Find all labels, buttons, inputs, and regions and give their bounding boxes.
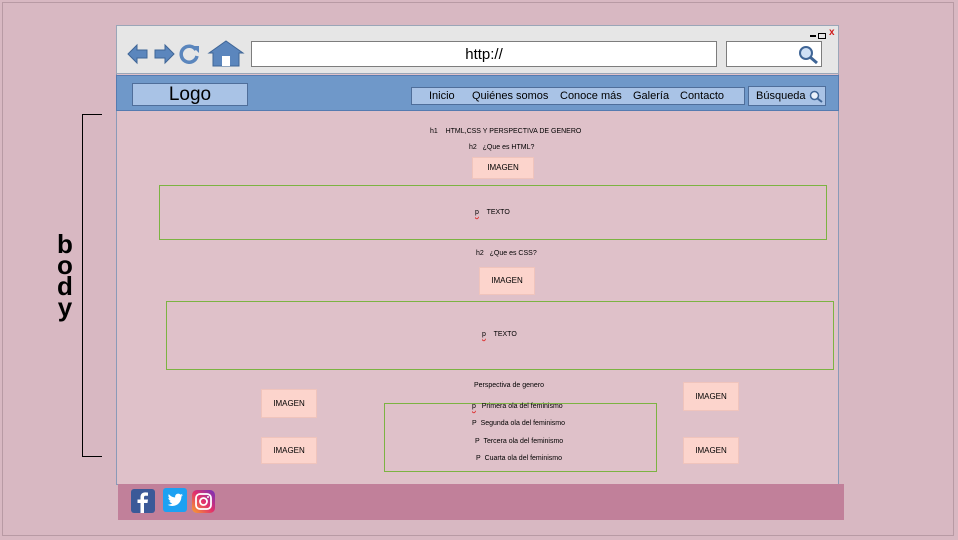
minimize-icon[interactable] — [810, 28, 816, 40]
h1-text: HTML,CSS Y PERSPECTIVA DE GENERO — [445, 128, 582, 135]
h2-html-heading: h2 ¿Que es HTML? — [469, 144, 534, 151]
body-label: b o d y — [54, 229, 76, 322]
p-tag: p — [475, 209, 479, 216]
close-icon[interactable]: x — [829, 27, 835, 38]
instagram-icon[interactable] — [192, 490, 215, 513]
forward-arrow-icon[interactable] — [154, 43, 175, 65]
nav-item-conoce-mas[interactable]: Conoce más — [560, 90, 622, 102]
olas-box — [384, 403, 657, 472]
search-icon — [799, 46, 818, 65]
text-box — [159, 185, 827, 240]
image-placeholder: IMAGEN — [261, 389, 317, 418]
ola-item: P Cuarta ola del feminismo — [476, 455, 562, 462]
h2-tag: h2 — [476, 250, 484, 257]
h1-tag: h1 — [430, 128, 438, 135]
facebook-icon[interactable] — [131, 489, 155, 513]
h2-css-heading: h2 ¿Que es CSS? — [476, 250, 537, 257]
nav-item-galeria[interactable]: Galería — [633, 90, 670, 102]
browser-search-box[interactable] — [726, 41, 822, 67]
nav-arrows — [127, 43, 175, 65]
image-placeholder: IMAGEN — [683, 382, 739, 411]
home-icon[interactable] — [207, 39, 245, 67]
h2-tag: h2 — [469, 144, 477, 151]
perspectiva-title: Perspectiva de genero — [474, 382, 545, 389]
paragraph-placeholder: p TEXTO — [475, 209, 510, 216]
search-button[interactable]: Búsqueda — [748, 86, 826, 106]
twitter-icon[interactable] — [163, 488, 187, 512]
body-letter: y — [57, 292, 73, 322]
body-letter: d — [57, 271, 73, 301]
p-text: TEXTO — [493, 331, 517, 338]
nav-item-quienes-somos[interactable]: Quiénes somos — [472, 90, 549, 102]
body-letter: b — [57, 229, 73, 259]
ola-text: Primera ola del feminismo — [481, 403, 563, 410]
p-tag: p — [482, 331, 486, 338]
ola-tag: P — [476, 455, 481, 462]
search-small-icon — [809, 90, 823, 103]
text-box — [166, 301, 834, 370]
ola-tag: P — [472, 420, 477, 427]
h1-heading: h1 HTML,CSS Y PERSPECTIVA DE GENERO — [430, 128, 581, 135]
maximize-icon[interactable] — [818, 33, 826, 39]
url-bar[interactable]: http:// — [251, 41, 717, 67]
nav-bar — [411, 87, 745, 105]
ola-item: P Tercera ola del feminismo — [475, 438, 563, 445]
site-footer — [118, 484, 844, 520]
image-placeholder: IMAGEN — [683, 437, 739, 464]
paragraph-placeholder: p TEXTO — [482, 331, 517, 338]
nav-item-inicio[interactable]: Inicio — [429, 90, 455, 102]
h2-text: ¿Que es CSS? — [489, 250, 537, 257]
image-placeholder: IMAGEN — [472, 157, 534, 179]
body-letter: o — [57, 250, 73, 280]
ola-text: Segunda ola del feminismo — [480, 420, 566, 427]
nav-item-contacto[interactable]: Contacto — [680, 90, 725, 102]
image-placeholder: IMAGEN — [261, 437, 317, 464]
h2-text: ¿Que es HTML? — [482, 144, 535, 151]
back-arrow-icon[interactable] — [127, 43, 148, 65]
search-button-label: Búsqueda — [756, 90, 806, 102]
ola-text: Tercera ola del feminismo — [483, 438, 564, 445]
ola-tag: P — [475, 438, 480, 445]
ola-tag: p — [472, 403, 476, 410]
ola-item: p Primera ola del feminismo — [472, 403, 563, 410]
p-text: TEXTO — [486, 209, 510, 216]
logo[interactable]: Logo — [132, 83, 248, 106]
image-placeholder: IMAGEN — [479, 267, 535, 295]
ola-text: Cuarta ola del feminismo — [484, 455, 562, 462]
reload-icon[interactable] — [179, 42, 201, 64]
ola-item: P Segunda ola del feminismo — [472, 420, 565, 427]
body-bracket — [82, 114, 102, 457]
